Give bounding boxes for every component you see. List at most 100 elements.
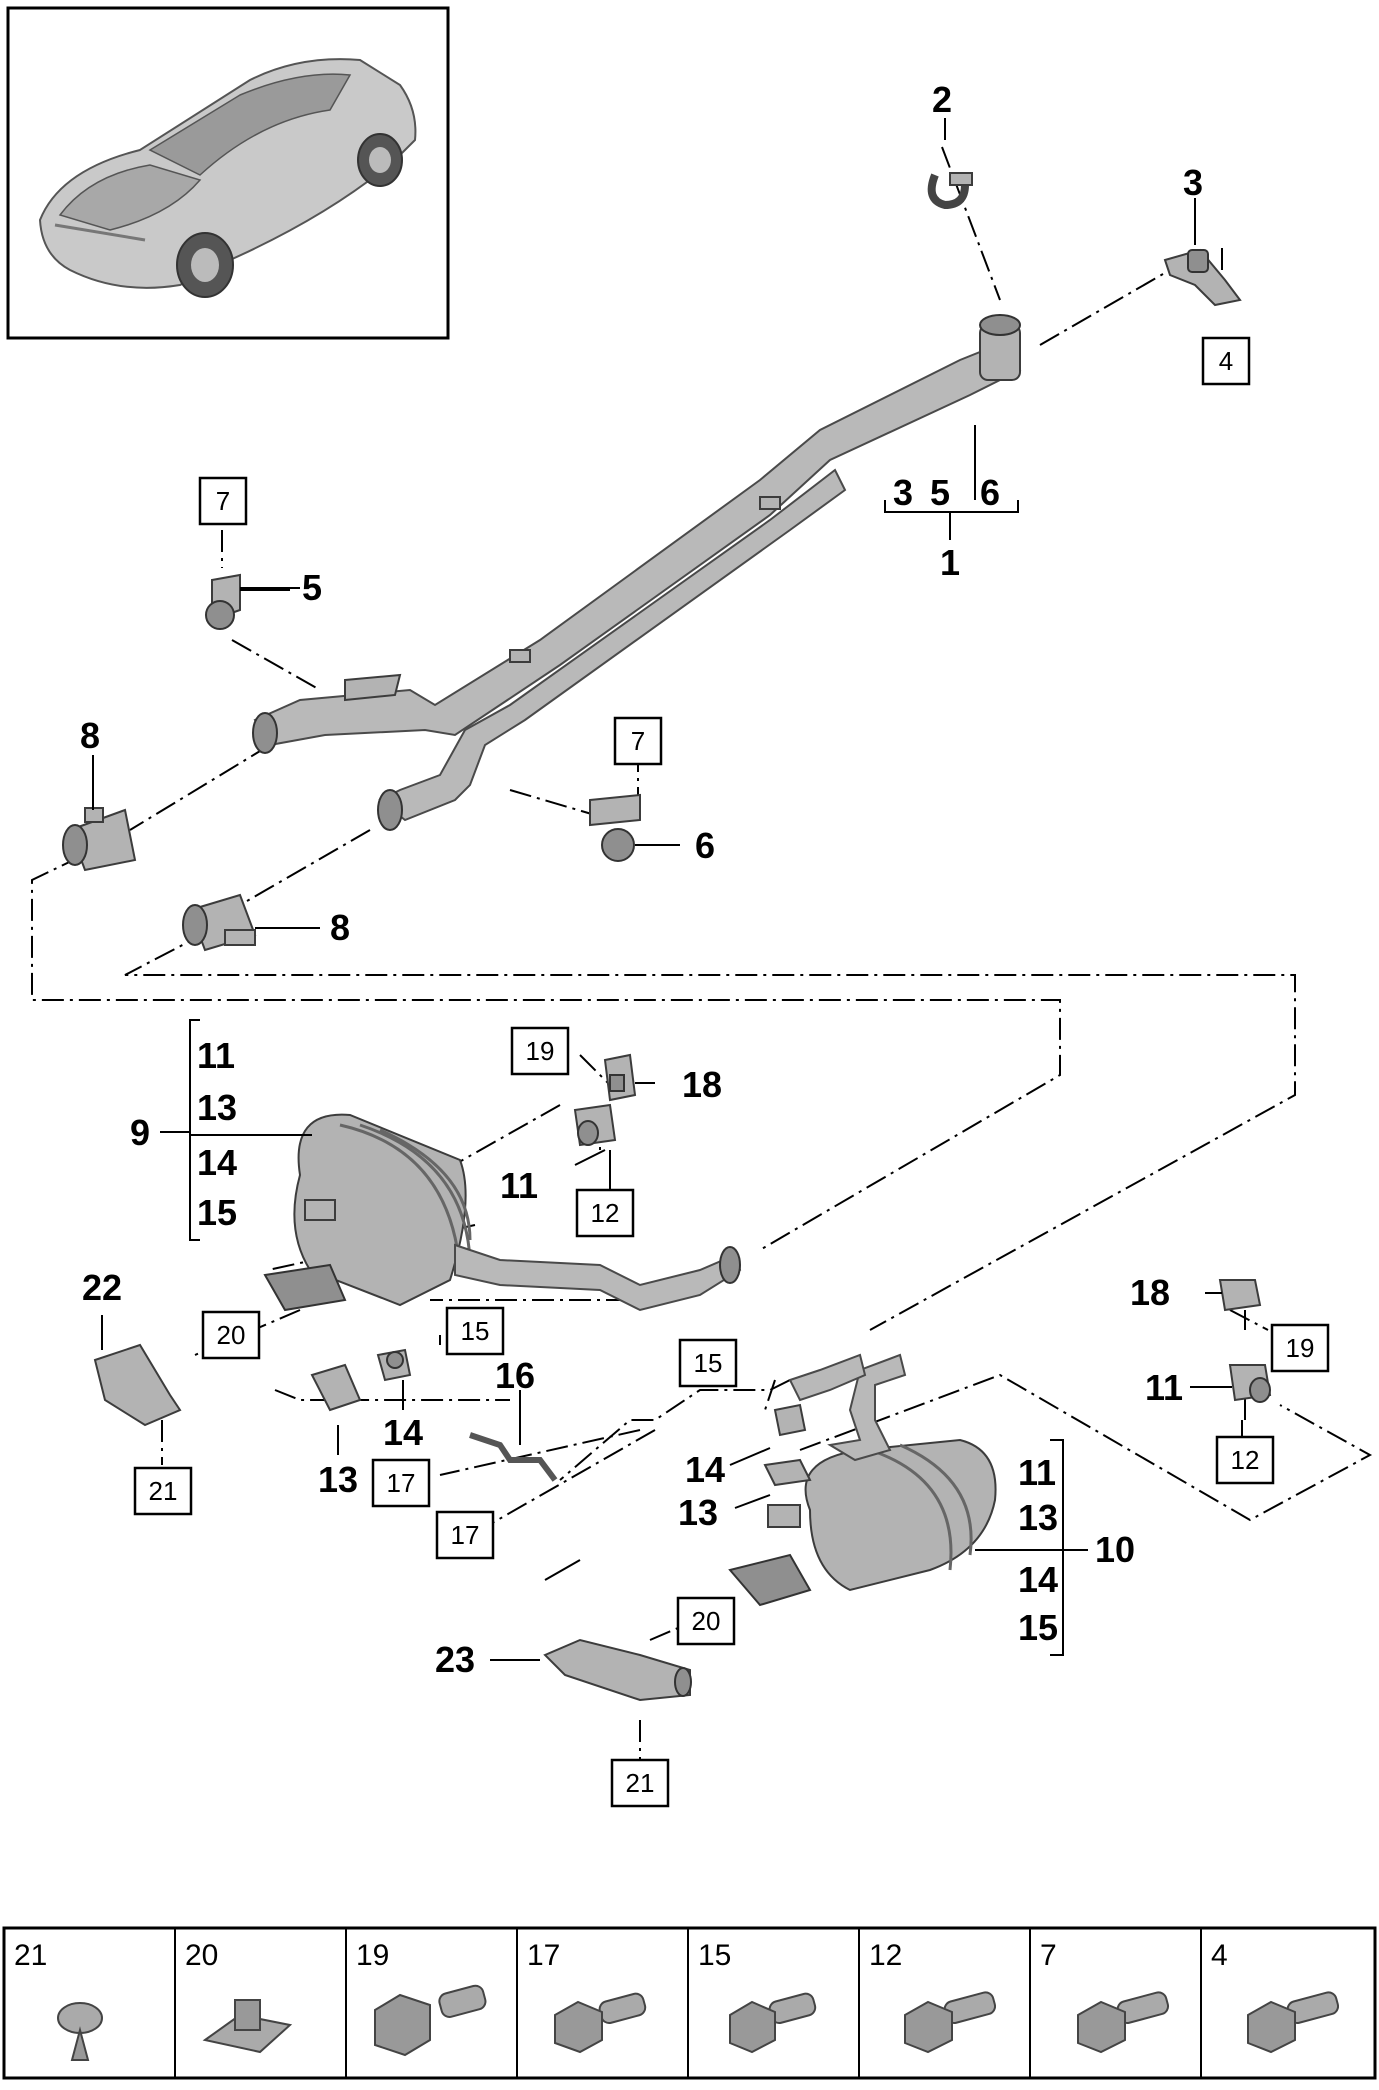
bolt-17-icon bbox=[554, 1992, 647, 2054]
fastener-legend: 21 20 19 17 15 12 7 4 bbox=[2, 1926, 1377, 2080]
strap-16 bbox=[469, 1432, 558, 1482]
box-19-left: 19 bbox=[510, 1026, 570, 1076]
svg-text:17: 17 bbox=[451, 1520, 480, 1550]
callout-13-group10: 13 bbox=[1018, 1497, 1058, 1538]
legend-label-7: 4 bbox=[1211, 1939, 1228, 1972]
group-1-part-3: 3 bbox=[893, 472, 913, 513]
group-1-part-5: 5 bbox=[930, 472, 950, 513]
callout-13-group9: 13 bbox=[197, 1087, 237, 1128]
callout-23: 23 bbox=[435, 1639, 475, 1680]
svg-text:7: 7 bbox=[631, 726, 645, 756]
hanger-11-right bbox=[1228, 1364, 1272, 1403]
bolt-4-icon bbox=[1247, 1991, 1340, 2054]
callout-2: 2 bbox=[932, 79, 952, 120]
bolt-19-icon bbox=[374, 1984, 487, 2057]
box-17-left: 17 bbox=[371, 1458, 431, 1508]
legend-label-6: 7 bbox=[1040, 1939, 1057, 1972]
boxed-references: 4 7 7 19 12 20 15 17 21 15 17 19 12 20 2… bbox=[133, 336, 1330, 1808]
bracket-3 bbox=[1163, 248, 1242, 307]
callout-1: 1 bbox=[940, 542, 960, 583]
callout-15-group10: 15 bbox=[1018, 1607, 1058, 1648]
bolt-7-icon bbox=[1077, 1991, 1170, 2054]
callout-18-right: 18 bbox=[1130, 1272, 1170, 1313]
svg-text:4: 4 bbox=[1219, 346, 1233, 376]
hanger-11-left bbox=[573, 1103, 617, 1147]
rear-silencer-left bbox=[263, 1113, 742, 1312]
svg-text:15: 15 bbox=[461, 1316, 490, 1346]
bracket-18-left bbox=[603, 1053, 637, 1102]
box-20-left: 20 bbox=[201, 1310, 261, 1360]
callout-3: 3 bbox=[1183, 162, 1203, 203]
callout-15-group9: 15 bbox=[197, 1192, 237, 1233]
heat-shield-22 bbox=[93, 1343, 182, 1427]
callout-14-group10: 14 bbox=[1018, 1559, 1058, 1600]
svg-text:15: 15 bbox=[694, 1348, 723, 1378]
clip-14-right bbox=[773, 1403, 807, 1437]
callout-10: 10 bbox=[1095, 1529, 1135, 1570]
legend-label-3: 17 bbox=[527, 1939, 560, 1972]
tailpipe-23 bbox=[543, 1638, 692, 1702]
callout-5: 5 bbox=[302, 567, 322, 608]
callout-22: 22 bbox=[82, 1267, 122, 1308]
callout-8-lower: 8 bbox=[330, 907, 350, 948]
speed-nut-icon bbox=[202, 1999, 293, 2054]
box-7-upper: 7 bbox=[198, 476, 248, 526]
callout-13-right: 13 bbox=[678, 1492, 718, 1533]
callout-14-right: 14 bbox=[685, 1449, 725, 1490]
svg-text:20: 20 bbox=[692, 1606, 721, 1636]
legend-label-5: 12 bbox=[869, 1939, 902, 1972]
box-15-right: 15 bbox=[678, 1338, 738, 1388]
box-17-right: 17 bbox=[435, 1510, 495, 1560]
hanger-5 bbox=[205, 573, 290, 630]
callout-14-left: 14 bbox=[383, 1412, 423, 1453]
legend-label-0: 21 bbox=[14, 1939, 47, 1972]
callout-11-group9: 11 bbox=[197, 1035, 235, 1076]
legend-label-1: 20 bbox=[185, 1939, 218, 1972]
callout-16: 16 bbox=[495, 1355, 535, 1396]
hanger-6 bbox=[589, 793, 680, 862]
push-clip-icon bbox=[57, 2002, 103, 2061]
callout-8-upper: 8 bbox=[80, 715, 100, 756]
callout-11-left: 11 bbox=[500, 1165, 538, 1206]
box-15-left: 15 bbox=[445, 1306, 505, 1356]
clamp-2 bbox=[927, 172, 973, 210]
box-21-left: 21 bbox=[133, 1466, 193, 1516]
box-12-left: 12 bbox=[575, 1188, 635, 1238]
svg-text:12: 12 bbox=[1231, 1445, 1260, 1475]
leader-lines bbox=[92, 118, 1246, 1661]
legend-label-4: 15 bbox=[698, 1939, 731, 1972]
bracket-13-right bbox=[763, 1458, 812, 1487]
callout-13-left: 13 bbox=[318, 1459, 358, 1500]
callout-11-group10: 11 bbox=[1018, 1452, 1056, 1493]
svg-text:17: 17 bbox=[387, 1468, 416, 1498]
rear-silencer-right bbox=[728, 1353, 997, 1607]
clip-14-left bbox=[376, 1348, 412, 1382]
callout-14-group9: 14 bbox=[197, 1142, 237, 1183]
box-4: 4 bbox=[1201, 336, 1251, 386]
legend-label-2: 19 bbox=[356, 1939, 389, 1972]
clamp-8-lower bbox=[182, 893, 320, 952]
svg-text:20: 20 bbox=[217, 1320, 246, 1350]
box-7-lower: 7 bbox=[613, 716, 663, 766]
box-19-right: 19 bbox=[1270, 1323, 1330, 1373]
box-21-right: 21 bbox=[610, 1758, 670, 1808]
vehicle-thumbnail bbox=[6, 6, 450, 340]
svg-text:12: 12 bbox=[591, 1198, 620, 1228]
group-1-part-6: 6 bbox=[980, 472, 1000, 513]
front-exhaust-pipe bbox=[252, 314, 1022, 831]
bracket-18-right bbox=[1218, 1279, 1262, 1312]
callout-numbers: 1 2 3 3 5 6 5 6 8 8 9 11 13 14 15 18 11 … bbox=[80, 79, 1203, 1680]
box-12-right: 12 bbox=[1215, 1435, 1275, 1485]
bolt-15-icon bbox=[729, 1992, 817, 2054]
bracket-13-left bbox=[310, 1363, 362, 1412]
callout-9: 9 bbox=[130, 1112, 150, 1153]
svg-text:7: 7 bbox=[216, 486, 230, 516]
callout-11-right: 11 bbox=[1145, 1367, 1183, 1408]
callout-18-left: 18 bbox=[682, 1064, 722, 1105]
box-20-right: 20 bbox=[676, 1596, 736, 1646]
clamp-8-upper bbox=[62, 807, 137, 872]
svg-text:19: 19 bbox=[526, 1036, 555, 1066]
bolt-12-icon bbox=[904, 1991, 997, 2054]
svg-text:21: 21 bbox=[149, 1476, 178, 1506]
